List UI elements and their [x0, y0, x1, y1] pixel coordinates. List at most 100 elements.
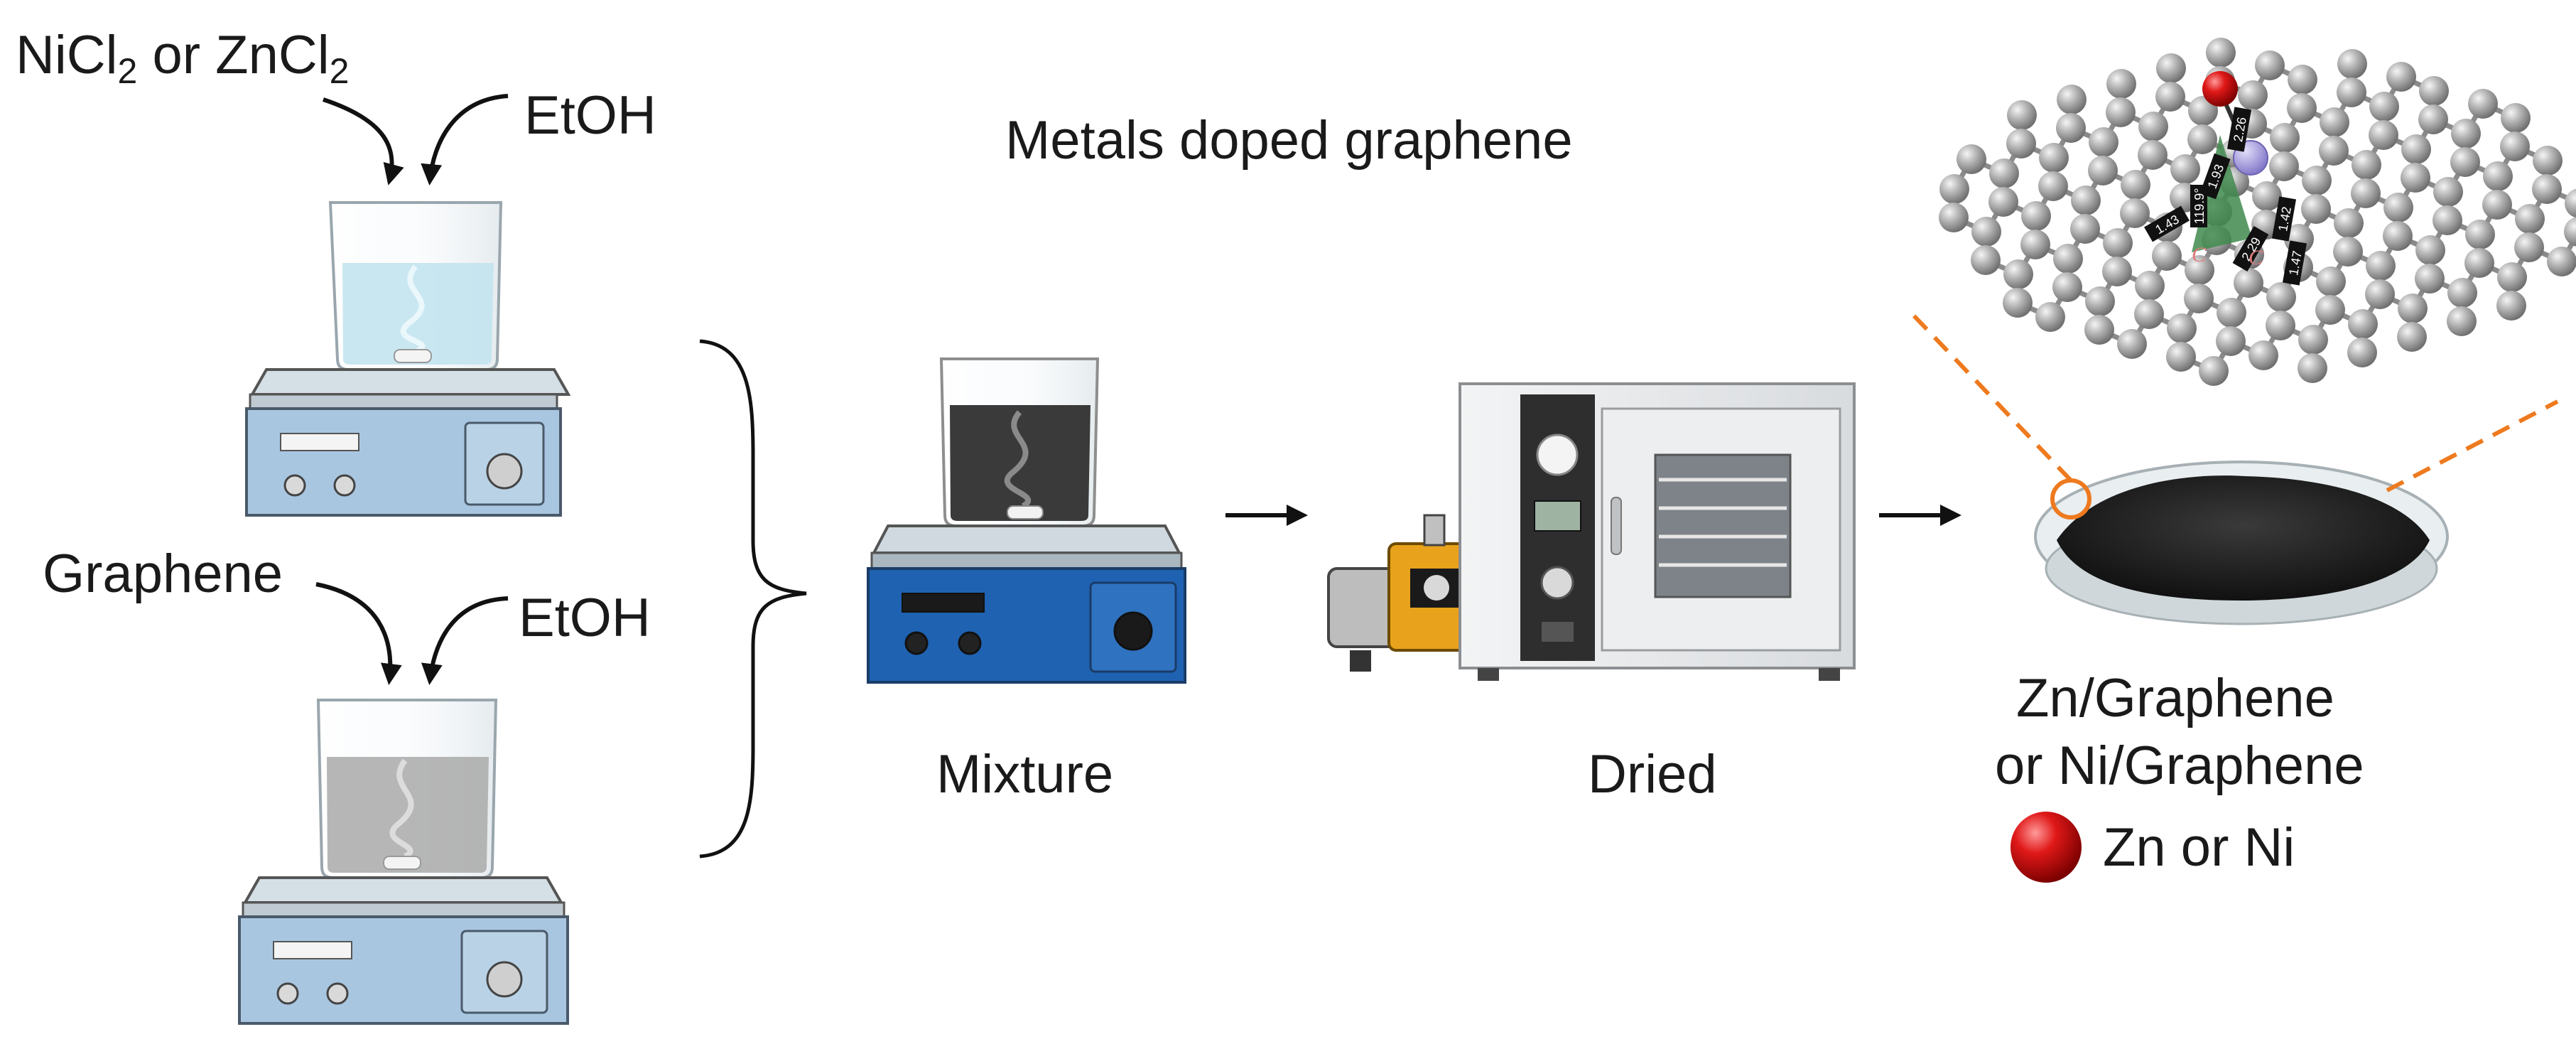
- graphene-atom: [2035, 302, 2065, 332]
- stir-bar-mixture: [1007, 505, 1044, 520]
- graphene-atom: [2120, 198, 2150, 228]
- pump-foot-1: [1350, 650, 1371, 672]
- graphene-atom: [2103, 228, 2133, 258]
- graphene-atom: [2447, 278, 2477, 308]
- graphene-atom: [2156, 53, 2186, 83]
- solvent-label-top: EtOH: [524, 85, 656, 146]
- vortex-mixture: [1004, 410, 1032, 509]
- stir-bar-bottom: [383, 856, 421, 870]
- graphene-atom: [2167, 313, 2197, 343]
- graphene-atom: [2447, 306, 2477, 336]
- solvent-arrow-bottom: [421, 596, 509, 685]
- graphene-atom: [2501, 103, 2531, 133]
- graphene-atom: [2166, 342, 2196, 372]
- graphene-atom: [2106, 97, 2136, 127]
- legend-atom-icon: [2011, 812, 2082, 883]
- graphene-atom: [2053, 244, 2083, 274]
- product-label-line1: Zn/Graphene: [2016, 668, 2334, 728]
- graphene-atom: [2288, 65, 2317, 95]
- stirrer-display-bottom: [273, 941, 352, 959]
- graphene-atom: [2088, 156, 2118, 185]
- graphene-atom: [2248, 340, 2278, 370]
- graphene-atom: [2564, 217, 2576, 247]
- graphene-atom: [1988, 187, 2018, 217]
- graphene-atom: [2415, 235, 2445, 265]
- graphene-atom: [2266, 311, 2295, 340]
- oven-window: [1654, 453, 1792, 598]
- reagent-label-top: NiCl2 or ZnCl2: [16, 25, 350, 91]
- graphene-atom: [2134, 299, 2164, 329]
- graphene-atom: [2398, 294, 2428, 323]
- diagram-title: Metals doped graphene: [1005, 110, 1573, 171]
- graphene-atom: [2287, 93, 2317, 123]
- stir-bar-top: [394, 349, 432, 363]
- oven-switch: [1542, 622, 1574, 642]
- solvent-label-bottom: EtOH: [519, 588, 651, 648]
- graphene-atom: [2217, 298, 2246, 328]
- graphene-atom: [2255, 50, 2285, 80]
- graphene-atom: [2482, 190, 2512, 220]
- graphene-atom: [2515, 204, 2545, 234]
- graphene-atom: [2348, 309, 2378, 339]
- powder-pile: [2057, 475, 2430, 601]
- stirrer-knob-1-mixture: [904, 631, 929, 655]
- graphene-atom: [2337, 49, 2367, 79]
- stirrer-knob-2-top: [333, 474, 356, 497]
- graphene-atom: [2298, 353, 2327, 383]
- graphene-atom: [2468, 89, 2498, 119]
- stirrer-knob-1-top: [283, 474, 306, 497]
- graphene-atom: [2021, 201, 2051, 231]
- graphene-atom: [2039, 143, 2069, 173]
- svg-text:119.9°: 119.9°: [2192, 188, 2207, 225]
- zoom-line-left: [1909, 311, 2073, 483]
- graphene-atom: [2386, 62, 2416, 92]
- graphene-atom: [2138, 140, 2168, 170]
- graphene-atom: [2038, 171, 2068, 201]
- graphene-atom: [2052, 272, 2082, 302]
- oven-foot-2: [1819, 668, 1840, 681]
- graphene-atom: [2401, 134, 2431, 164]
- stirrer-base-mixture: [870, 551, 1183, 570]
- graphene-atom: [2007, 100, 2037, 130]
- graphene-atom: [2351, 178, 2381, 208]
- graphene-atom: [2170, 154, 2200, 184]
- mixture-stirrer: [867, 357, 1186, 684]
- graphene-atom: [2333, 237, 2363, 267]
- graphene-atom: [2532, 174, 2562, 204]
- graphene-atom: [2199, 356, 2229, 386]
- graphene-atom: [2397, 322, 2427, 352]
- graphene-atom: [2102, 257, 2132, 286]
- graphene-atom: [2006, 129, 2036, 158]
- graphene-atom: [2419, 76, 2449, 106]
- graphene-atom: [1939, 174, 1969, 204]
- step-label-dried: Dried: [1588, 744, 1717, 804]
- graphene-atom: [2185, 255, 2214, 285]
- graphene-atoms: [1939, 38, 2576, 386]
- stirrer-top-setup: [245, 94, 571, 517]
- graphene-atom: [2121, 170, 2150, 200]
- graphene-atom: [2433, 177, 2463, 207]
- graphene-atom: [2089, 127, 2118, 157]
- vortex-top: [400, 264, 426, 355]
- merge-brace: [699, 339, 807, 859]
- graphene-atom: [2020, 230, 2050, 259]
- graphene-atom: [2565, 188, 2576, 218]
- graphene-atom: [2337, 77, 2366, 107]
- pump-inlet: [1423, 514, 1446, 547]
- oven-pressure-gauge: [1536, 434, 1579, 476]
- graphene-atom: [2418, 104, 2448, 134]
- graphene-atom: [2365, 279, 2395, 309]
- graphene-atom: [2206, 38, 2236, 68]
- stirrer-dial-bottom: [486, 961, 523, 998]
- graphene-atom: [2319, 136, 2349, 166]
- graphene-atom: [2117, 329, 2147, 359]
- stirrer-knob-2-mixture: [958, 631, 982, 655]
- graphene-atom: [2216, 326, 2246, 356]
- oven-foot-1: [1478, 668, 1499, 681]
- graphene-atom: [2184, 284, 2214, 313]
- graphene-atom: [2320, 107, 2349, 137]
- stirrer-bottom-setup: [238, 582, 569, 1025]
